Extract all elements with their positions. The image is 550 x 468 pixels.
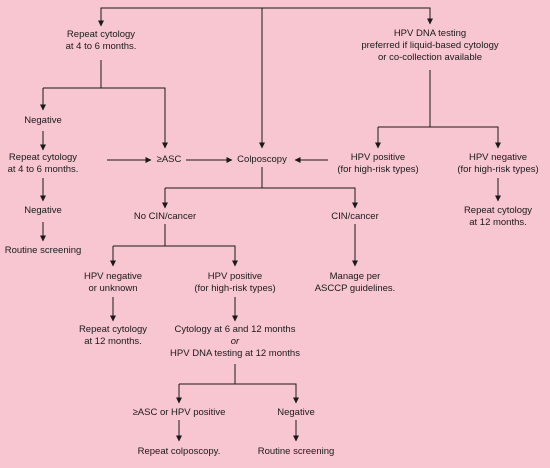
node-no-cin: No CIN/cancer xyxy=(134,211,196,223)
arrow-to-negative-3 xyxy=(235,383,299,404)
top-bar-line xyxy=(100,7,431,20)
node-hpv-positive-right: HPV positive (for high-risk types) xyxy=(337,152,418,176)
node-asc-or-hpv: ≥ASC or HPV positive xyxy=(133,407,226,419)
node-repeat-12-left: Repeat cytology at 12 months. xyxy=(79,324,147,348)
node-text: ≥ASC xyxy=(156,154,182,165)
node-text-or: or xyxy=(230,336,240,347)
node-text: Repeat cytology xyxy=(463,205,533,216)
node-text: Repeat cytology xyxy=(78,324,148,335)
arrow-to-hpv-neg-right xyxy=(430,126,501,149)
node-text: Negative xyxy=(24,115,62,126)
node-text: CIN/cancer xyxy=(331,211,379,222)
node-text: Negative xyxy=(24,205,62,216)
node-hpv-positive-center: HPV positive (for high-risk types) xyxy=(194,271,275,295)
node-repeat-colposcopy: Repeat colposcopy. xyxy=(138,446,221,458)
node-text: or co-collection available xyxy=(377,52,483,63)
node-routine-screening-bottom: Routine screening xyxy=(258,446,335,458)
node-text: at 4 to 6 months. xyxy=(7,164,79,175)
node-negative-1: Negative xyxy=(24,115,62,127)
node-text: ASCCP guidelines. xyxy=(314,283,396,294)
node-text: HPV positive xyxy=(207,271,263,282)
node-negative-2: Negative xyxy=(24,205,62,217)
node-text: HPV negative xyxy=(468,152,528,163)
node-hpv-dna-testing: HPV DNA testing preferred if liquid-base… xyxy=(361,28,498,64)
node-routine-screening-left: Routine screening xyxy=(5,245,82,257)
node-cytology-6-12: Cytology at 6 and 12 months or HPV DNA t… xyxy=(170,324,300,360)
node-text: Colposcopy xyxy=(237,154,287,165)
node-repeat-cytology-mid: Repeat cytology at 4 to 6 months. xyxy=(8,152,79,176)
arrow-to-asc-down xyxy=(101,87,168,149)
node-manage-asccp: Manage per ASCCP guidelines. xyxy=(315,271,396,295)
node-hpv-negative-unknown: HPV negative or unknown xyxy=(84,271,142,295)
node-text: (for high-risk types) xyxy=(194,283,276,294)
colposcopy-split-line xyxy=(165,167,263,189)
node-text: ≥ASC or HPV positive xyxy=(132,407,226,418)
right-split-line xyxy=(378,70,431,128)
node-text: Repeat colposcopy. xyxy=(137,446,221,457)
node-hpv-negative-right: HPV negative (for high-risk types) xyxy=(457,152,538,176)
node-text: Cytology at 6 and 12 months xyxy=(174,324,296,335)
node-text: Repeat cytology xyxy=(66,29,136,40)
node-negative-3: Negative xyxy=(277,407,315,419)
node-colposcopy: Colposcopy xyxy=(237,154,287,166)
node-text: preferred if liquid-based cytology xyxy=(361,40,499,51)
node-text: at 12 months. xyxy=(469,217,527,228)
no-cin-split-line xyxy=(113,224,166,247)
node-text: HPV DNA testing xyxy=(393,28,467,39)
node-text: Routine screening xyxy=(4,245,82,256)
arrow-to-cin-cancer xyxy=(262,187,358,209)
node-text: at 4 to 6 months. xyxy=(65,41,137,52)
left-split-line xyxy=(43,60,102,89)
node-text: or unknown xyxy=(88,283,138,294)
node-text: (for high-risk types) xyxy=(457,164,539,175)
node-text: (for high-risk types) xyxy=(337,164,419,175)
bottom-split-line xyxy=(179,364,236,385)
node-text: HPV negative xyxy=(83,271,143,282)
node-repeat-12-right: Repeat cytology at 12 months. xyxy=(464,205,532,229)
node-asc: ≥ASC xyxy=(157,154,182,166)
node-text: Manage per xyxy=(329,271,381,282)
node-text: HPV positive xyxy=(350,152,406,163)
node-repeat-cytology-top: Repeat cytology at 4 to 6 months. xyxy=(66,29,137,53)
node-text: Routine screening xyxy=(257,446,335,457)
arrow-to-hpv-pos-center xyxy=(165,245,238,267)
node-text: No CIN/cancer xyxy=(133,211,197,222)
node-text: Negative xyxy=(277,407,315,418)
node-text: Repeat cytology xyxy=(8,152,78,163)
node-cin-cancer: CIN/cancer xyxy=(331,211,379,223)
node-text: HPV DNA testing at 12 months xyxy=(170,348,300,359)
node-text: at 12 months. xyxy=(84,336,142,347)
